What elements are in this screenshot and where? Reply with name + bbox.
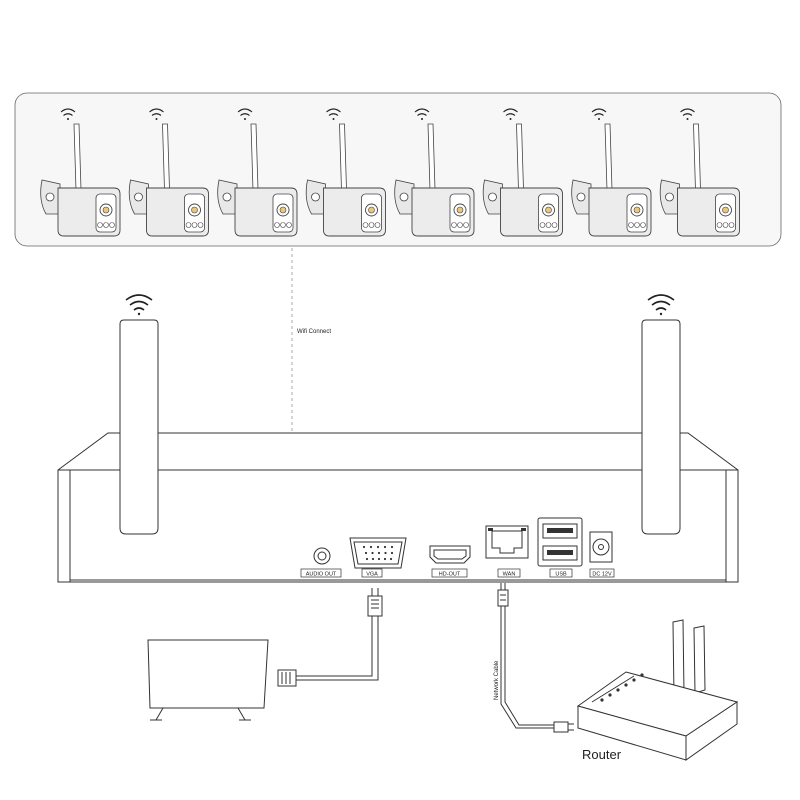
router-led	[608, 693, 612, 697]
wifi-icon	[237, 108, 253, 120]
port-label: USB	[555, 572, 567, 578]
wifi-camera	[217, 108, 298, 237]
wifi-icon	[591, 108, 607, 120]
wifi-icon	[647, 294, 675, 316]
router-label: Router	[582, 747, 622, 762]
vga-pin	[376, 545, 380, 549]
wifi-camera	[305, 108, 386, 237]
router-led	[624, 683, 628, 687]
vga-pin	[369, 545, 373, 549]
wifi-camera	[128, 108, 209, 237]
wifi-icon	[326, 108, 341, 120]
vga-pin	[389, 557, 393, 561]
vga-cable	[277, 588, 383, 687]
router-led	[632, 678, 636, 682]
router-led	[616, 688, 620, 692]
port-label: WAN	[503, 572, 516, 578]
nvr-recorder	[57, 432, 739, 583]
port-label-box	[361, 568, 383, 578]
wifi-camera	[394, 108, 475, 237]
wan-port	[485, 525, 529, 559]
vga-pins	[362, 545, 394, 561]
wifi-icon	[149, 108, 164, 120]
port-label: VGA	[366, 572, 378, 578]
network-cable	[497, 583, 574, 733]
wifi-icon	[503, 108, 518, 120]
port-labels: AUDIO OUT VGA HD-OUT WAN USB DC 12V	[300, 568, 615, 578]
port-label: HD-OUT	[439, 572, 461, 578]
hd-out-port	[429, 545, 471, 564]
port-label-box	[431, 568, 468, 578]
usb-ports	[537, 517, 583, 567]
nvr-antenna-left	[119, 319, 159, 535]
router-leds	[600, 673, 644, 702]
wifi-icon	[125, 294, 153, 316]
vga-pin	[383, 557, 387, 561]
network-cable-label: Network Cable	[494, 660, 500, 700]
vga-pin	[377, 551, 381, 555]
vga-pin	[383, 545, 387, 549]
nvr-antenna-right	[641, 319, 681, 535]
wifi-camera	[571, 108, 652, 237]
port-label-box	[497, 568, 521, 578]
wifi-camera	[40, 108, 121, 237]
wifi-icon	[414, 108, 430, 120]
dc-12v-port	[589, 531, 613, 563]
wifi-camera	[659, 108, 740, 237]
audio-out-port	[313, 547, 331, 565]
port-label-box	[589, 568, 615, 578]
vga-pin	[390, 545, 394, 549]
vga-pin	[377, 557, 381, 561]
port-label: AUDIO OUT	[306, 572, 337, 578]
router-led	[600, 698, 604, 702]
wifi-camera	[482, 108, 563, 237]
port-label-box	[300, 568, 342, 578]
vga-pin	[371, 551, 374, 555]
port-label-box	[549, 568, 573, 578]
cameras-panel	[14, 92, 782, 247]
vga-port	[349, 537, 407, 569]
cameras-group	[40, 108, 740, 237]
wifi-icon	[680, 108, 695, 120]
wifi-icon	[60, 108, 76, 120]
vga-pin	[390, 551, 394, 555]
vga-pin	[384, 551, 387, 555]
vga-pin	[365, 557, 369, 561]
port-label: DC 12V	[592, 572, 612, 578]
vga-pin	[364, 551, 368, 555]
router	[576, 619, 739, 761]
vga-pin	[371, 557, 375, 561]
router-led	[640, 673, 644, 677]
vga-pin	[362, 545, 366, 549]
wifi-connect-label: Wifi Connect	[297, 329, 331, 335]
tv-monitor	[147, 639, 269, 721]
